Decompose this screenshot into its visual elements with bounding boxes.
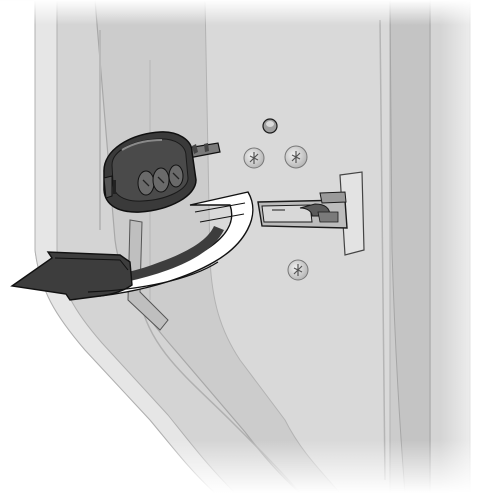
screw-icon [285, 146, 307, 168]
bottom-fade [0, 440, 493, 493]
right-fade [440, 0, 493, 493]
screw-icon [288, 260, 308, 280]
top-fade [0, 0, 493, 25]
screw-icon [244, 148, 264, 168]
screw-top [263, 119, 277, 133]
